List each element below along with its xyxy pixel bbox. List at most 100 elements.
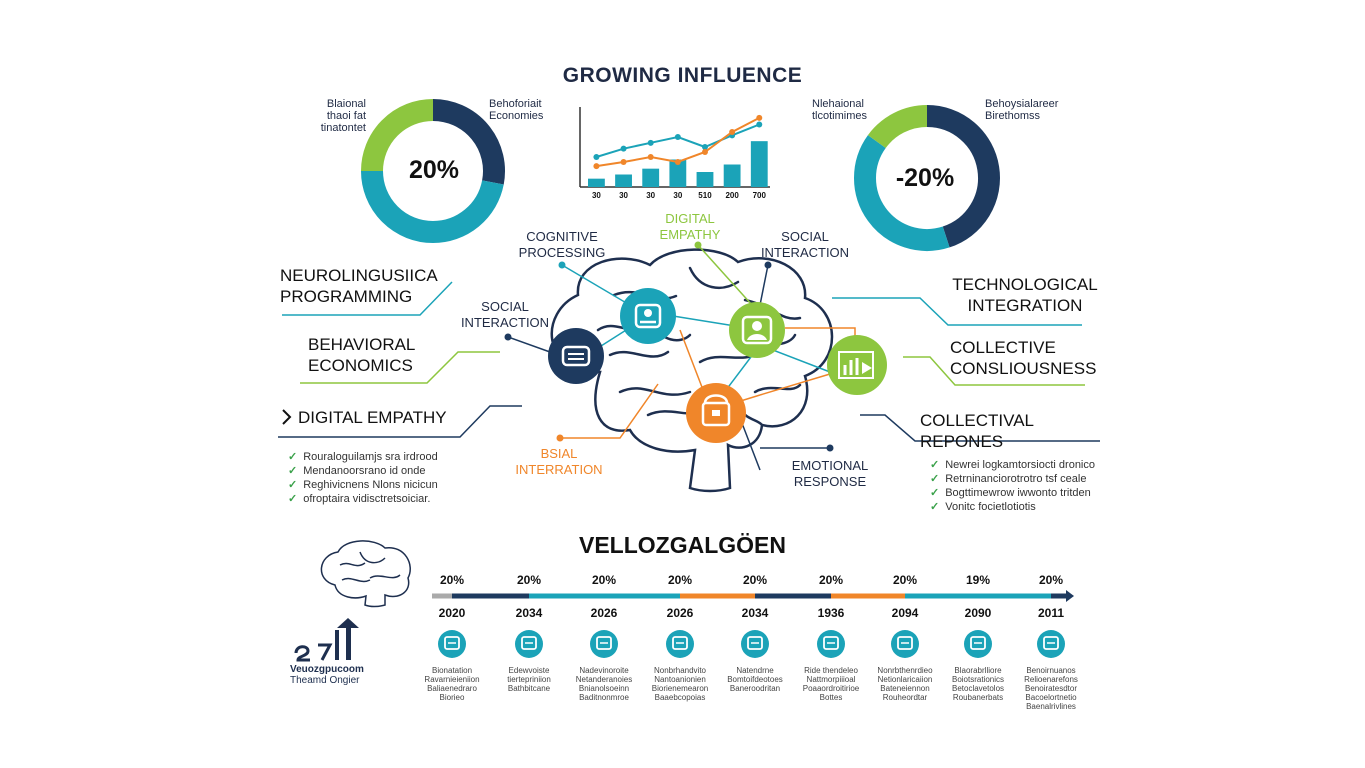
bar bbox=[696, 172, 714, 187]
timeline-percent: 20% bbox=[1038, 573, 1064, 587]
description-line: Bacoelortnetio bbox=[1025, 693, 1077, 702]
donut-segment bbox=[361, 170, 434, 243]
check-icon: ✓ bbox=[930, 459, 940, 471]
icon-glyph bbox=[823, 636, 839, 650]
node-social-top bbox=[729, 302, 785, 358]
series-point bbox=[729, 129, 736, 135]
series-point bbox=[647, 154, 654, 160]
description-line: Bionatation bbox=[431, 666, 473, 675]
timeline-percent: 19% bbox=[965, 573, 991, 587]
timeline-year: 2026 bbox=[590, 606, 618, 620]
side-connectors bbox=[278, 281, 1100, 442]
timeline-percent: 20% bbox=[892, 573, 918, 587]
label-digital-empathy: DIGITAL EMPATHY bbox=[659, 211, 721, 242]
series-point bbox=[620, 145, 627, 152]
icon-glyph bbox=[444, 636, 460, 650]
check-icon: ✓ bbox=[930, 487, 940, 499]
check-icon: ✓ bbox=[930, 501, 940, 513]
description-line: Nonrbthenrdieo bbox=[877, 666, 933, 675]
donut-segment bbox=[854, 135, 950, 251]
node-emotional bbox=[686, 383, 746, 443]
label-line: tlcotimimes bbox=[812, 110, 868, 122]
search-icon bbox=[666, 630, 694, 658]
description-line: Blaorabrlliore bbox=[954, 666, 1002, 675]
logo-line: Theamd Ongier bbox=[290, 675, 360, 686]
label-neurolinguistic: NEUROLINGUSIICA PROGRAMMING bbox=[280, 266, 437, 306]
group-icon bbox=[964, 630, 992, 658]
node-social-left bbox=[548, 328, 604, 384]
bar bbox=[615, 174, 632, 187]
list-item: ✓ Rouraloguilamjs sra irdrood bbox=[288, 450, 478, 464]
series-point bbox=[593, 163, 600, 170]
description-line: Biorienemearon bbox=[651, 684, 709, 693]
series-point bbox=[647, 139, 654, 146]
series-point bbox=[593, 154, 600, 160]
timeline-bar bbox=[432, 590, 1074, 658]
description-line: Nadevinoroite bbox=[579, 666, 629, 675]
label-line: Behoforiait bbox=[489, 98, 542, 110]
description-line: Nonbrhandvito bbox=[653, 666, 707, 675]
logo-text: Veuozgpucoom Theamd Ongier bbox=[290, 664, 400, 686]
description-line: Baneroodritan bbox=[729, 684, 781, 693]
timeline-percent: 20% bbox=[439, 573, 465, 587]
logo-brain-icon bbox=[320, 540, 411, 608]
timeline-percent: 20% bbox=[667, 573, 693, 587]
description-line: Baditnonmroe bbox=[579, 693, 629, 702]
description-line: Nattmorpiiioal bbox=[806, 675, 856, 684]
label-collective-consciousness: COLLECTIVE CONSLIOUSNESS bbox=[950, 338, 1097, 378]
timeline-year: 2026 bbox=[666, 606, 694, 620]
description-line: Betoclavetolos bbox=[951, 684, 1005, 693]
donut-right-value: -20% bbox=[895, 164, 955, 192]
series-point bbox=[674, 159, 681, 165]
section-title: VELLOZGALGÖEN bbox=[579, 532, 786, 558]
description-line: Poaaordroitirioe bbox=[802, 684, 860, 693]
description-line: Bathbitcane bbox=[507, 684, 551, 693]
timeline-year: 2094 bbox=[891, 606, 919, 620]
check-icon: ✓ bbox=[288, 451, 298, 463]
label-line: thaoi fat bbox=[326, 110, 366, 122]
list-item: ✓Mendanoorsrano id onde bbox=[288, 464, 478, 478]
series-line bbox=[596, 123, 760, 158]
inbox-icon bbox=[817, 630, 845, 658]
label-cognitive-processing: COGNITIVE PROCESSING bbox=[518, 229, 606, 260]
description-line: Roubanerbats bbox=[952, 693, 1004, 702]
description-line: Rouheordtar bbox=[882, 693, 928, 702]
label-social-interaction-top: SOCIAL INTERACTION bbox=[760, 229, 850, 260]
people-icon bbox=[891, 630, 919, 658]
donut-segment bbox=[432, 99, 505, 185]
tick-label: 510 bbox=[698, 191, 712, 200]
donut-chart-right bbox=[854, 105, 1000, 251]
node-collective bbox=[827, 335, 887, 395]
timeline-year: 2020 bbox=[438, 606, 466, 620]
tick-label: 700 bbox=[753, 191, 767, 200]
series-point bbox=[701, 144, 708, 150]
check-icon: ✓ bbox=[288, 465, 298, 477]
description-line: Biorieo bbox=[439, 693, 465, 702]
donut-left-value: 20% bbox=[408, 156, 460, 184]
chart-icon bbox=[741, 630, 769, 658]
check-list-left: ✓ Rouraloguilamjs sra irdrood ✓Mendanoors… bbox=[288, 450, 478, 506]
check-icon bbox=[1037, 630, 1065, 658]
description-line: Natendrne bbox=[736, 666, 774, 675]
bar bbox=[588, 178, 605, 187]
list-item: ✓Newrei logkamtorsiocti dronico bbox=[930, 458, 1120, 472]
list-item-text: Retrninanciorotrotro tsf ceale bbox=[945, 473, 1087, 485]
list-item: ✓ofroptaira vidisctretsoiciar. bbox=[288, 492, 478, 506]
list-item-text: Rouraloguilamjs sra irdrood bbox=[303, 451, 438, 463]
description-line: Nantoanionien bbox=[654, 675, 706, 684]
mail-icon bbox=[590, 630, 618, 658]
icon-glyph bbox=[747, 636, 763, 650]
donut-left-label-right: Behoforiait Economies bbox=[489, 98, 569, 122]
label-bsial-interration: BSIAL INTERRATION bbox=[515, 446, 603, 477]
node-cognitive bbox=[620, 288, 676, 344]
label-digital-empathy-side: DIGITAL EMPATHY bbox=[298, 408, 447, 427]
donut-right-label-right: Behoysialareer Birethomss bbox=[985, 98, 1075, 122]
bar bbox=[723, 164, 741, 187]
description-line: Benoiratesdtor bbox=[1024, 684, 1078, 693]
